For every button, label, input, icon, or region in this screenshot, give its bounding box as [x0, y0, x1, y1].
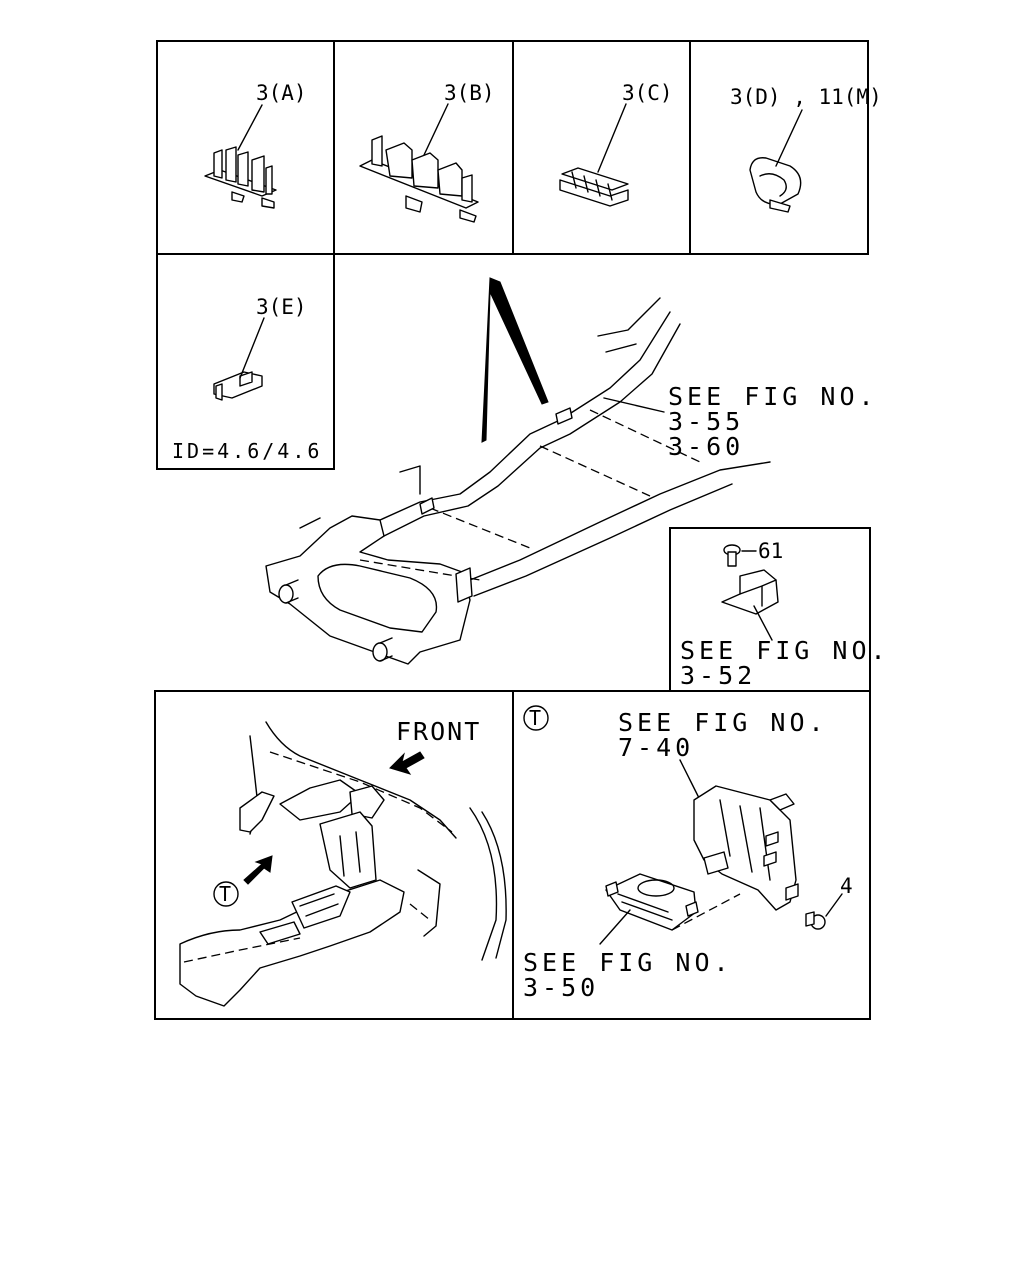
- arrow-view-t: [243, 855, 273, 885]
- panel-3d: [689, 40, 869, 255]
- clip-3e-drawing: [213, 371, 263, 401]
- view-t-marker: [213, 881, 239, 907]
- leader-4: [825, 893, 843, 917]
- callout-4: 4: [840, 874, 853, 898]
- interior-console-drawing: [179, 721, 507, 1007]
- sensor-ref-title: SEE FIG NO.: [680, 636, 890, 665]
- panel-3a: [156, 40, 335, 255]
- leader-3b: [423, 103, 449, 156]
- bracket-drawing: [693, 785, 799, 911]
- arrow-front: [389, 751, 425, 775]
- screw-drawing: [805, 911, 826, 930]
- id-note: ID=4.6/4.6: [172, 439, 322, 463]
- clip-3c-drawing: [559, 167, 629, 207]
- view-t-title-letter: T: [529, 706, 541, 730]
- module-ref-title: SEE FIG NO.: [523, 948, 733, 977]
- callout-3d-11m: 3(D) , 11(M): [730, 85, 882, 109]
- front-label: FRONT: [396, 717, 481, 746]
- panel-3b: [333, 40, 514, 255]
- leader-3c: [597, 103, 627, 173]
- clip-3b-drawing: [359, 135, 479, 223]
- bracket-ref-title: SEE FIG NO.: [618, 708, 828, 737]
- leader-3d: [775, 109, 803, 167]
- leader-bracket-ref: [679, 759, 701, 801]
- frame-ref-3-60: 3-60: [668, 432, 744, 461]
- leader-3a: [237, 104, 263, 151]
- clip-3d-drawing: [749, 157, 802, 213]
- sensor-ref-3-52: 3-52: [680, 661, 756, 690]
- leader-sensor-ref: [753, 605, 773, 641]
- panel-3e: [156, 253, 335, 470]
- callout-3e: 3(E): [256, 295, 307, 319]
- clip-3a-drawing: [204, 146, 277, 209]
- module-drawing: [605, 873, 699, 931]
- view-t-marker-letter: T: [219, 882, 231, 906]
- frame-ref-title: SEE FIG NO.: [668, 382, 878, 411]
- link-module-bracket: [671, 893, 741, 931]
- leader-module-ref: [599, 909, 631, 945]
- chassis-frame-drawing: [265, 277, 771, 665]
- module-ref-3-50: 3-50: [523, 973, 599, 1002]
- callout-3b: 3(B): [444, 81, 495, 105]
- bracket-ref-7-40: 7-40: [618, 733, 694, 762]
- leader-frame-ref: [603, 397, 665, 413]
- callout-61: 61: [758, 539, 783, 563]
- panel-3c: [512, 40, 691, 255]
- sensor-drawing: [721, 544, 779, 615]
- frame-ref-3-55: 3-55: [668, 407, 744, 436]
- panel-view-t: [512, 690, 871, 1020]
- leader-3e: [239, 317, 265, 379]
- callout-3c: 3(C): [622, 81, 673, 105]
- view-t-title-marker: [523, 705, 549, 731]
- callout-3a: 3(A): [256, 81, 307, 105]
